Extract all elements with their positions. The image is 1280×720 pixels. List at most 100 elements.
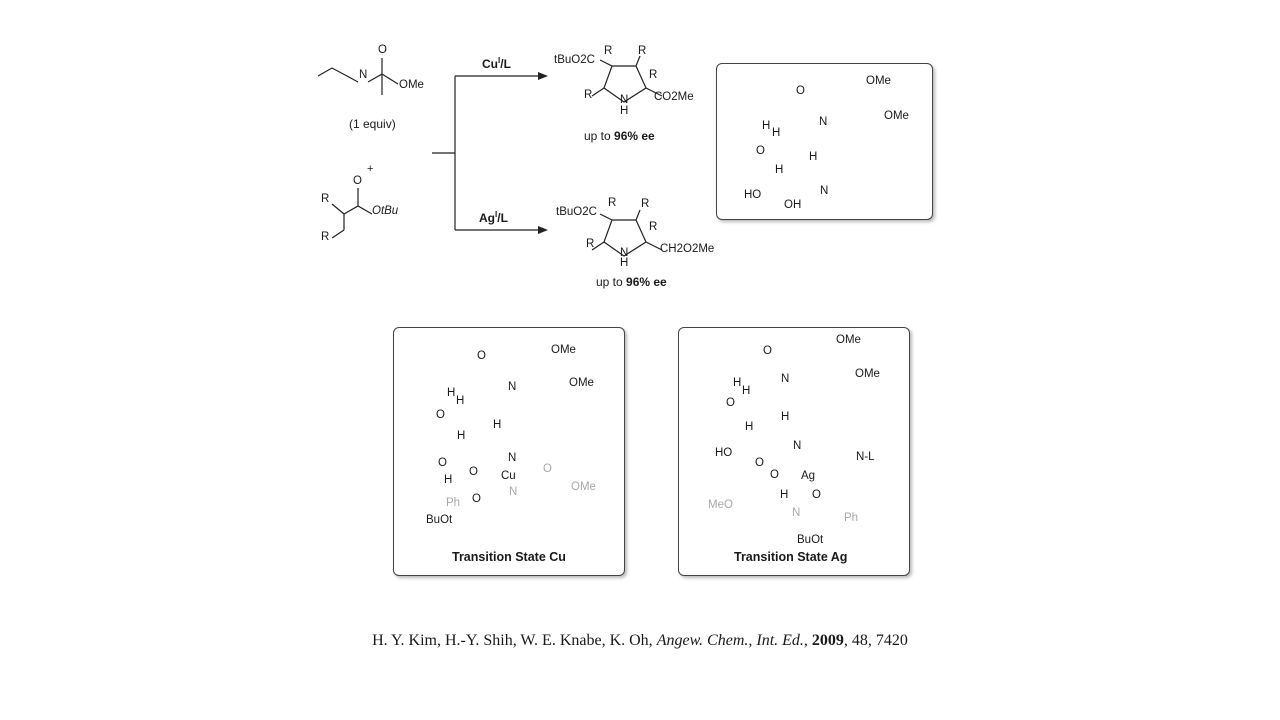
ts-cu-ome-1: OMe: [551, 344, 576, 356]
imine-alpha: [367, 58, 383, 83]
ts-ag-meo-label: MeO: [708, 499, 733, 511]
acrylate-chain: [331, 203, 373, 215]
ts-cu-box: [393, 327, 625, 576]
product-bottom-n-atom: N: [620, 247, 629, 259]
ts-cu-o1-atom: O: [438, 457, 447, 469]
ts-ag-box: [678, 327, 910, 576]
ts-ag-ome-2: OMe: [855, 368, 880, 380]
ts-ag-ome-1: OMe: [836, 334, 861, 346]
ligand-ho-label: HO: [744, 189, 762, 201]
product-bottom-h-atom: H: [620, 257, 629, 269]
ts-cu-h5-atom: H: [444, 474, 453, 486]
ts-ag-silver-atom: Ag: [801, 470, 816, 482]
product-bottom-ring: [591, 209, 663, 257]
ts-cu-o2-atom: O: [469, 466, 478, 478]
ligand-ome-2: OMe: [884, 110, 909, 122]
plus-sign: +: [367, 163, 374, 175]
product-top-ring: [591, 55, 663, 103]
citation: H. Y. Kim, H.-Y. Shih, W. E. Knabe, K. O…: [0, 632, 1280, 650]
citation-sep: ,: [803, 632, 812, 649]
imine-o-atom: O: [378, 44, 387, 56]
product-bottom-r3: R: [649, 221, 658, 233]
ts-ag-h3-atom: H: [781, 411, 790, 423]
ts-ag-h4-atom: H: [745, 421, 754, 433]
ts-cu-carbonyl-o: O: [477, 350, 486, 362]
product-bottom-r1: R: [608, 197, 617, 209]
ts-cu-ether-o: O: [436, 409, 445, 421]
product-top-r3: R: [649, 69, 658, 81]
ts-ag-o1-atom: O: [755, 457, 764, 469]
ts-cu-n3-atom: N: [509, 486, 518, 498]
product-bottom-ch2o2me: CH2O2Me: [660, 243, 715, 255]
ts-ag-h5-atom: H: [780, 489, 789, 501]
ts-ag-ether-o: O: [726, 397, 735, 409]
ligand-box: [716, 63, 933, 220]
citation-volume-pages: , 48, 7420: [843, 632, 908, 649]
ts-ag-o2-atom: O: [770, 469, 779, 481]
ligand-carbonyl-o: O: [796, 85, 805, 97]
ts-cu-h3-atom: H: [493, 419, 502, 431]
ts-ag-caption: Transition State Ag: [734, 550, 848, 564]
ts-ag-ph-label: Ph: [844, 512, 859, 524]
acrylate-r1-label: R: [321, 193, 330, 205]
ligand-n2-atom: N: [820, 185, 829, 197]
ts-ag-carbonyl-o: O: [763, 345, 772, 357]
ligand-n1-atom: N: [819, 116, 828, 128]
ts-cu-ome-2: OMe: [569, 377, 594, 389]
ts-ag-h2-atom: H: [742, 385, 751, 397]
acrylate-o-atom: O: [353, 175, 362, 187]
ts-cu-n1-atom: N: [508, 381, 517, 393]
citation-year: 2009: [811, 632, 844, 649]
ts-ag-o3-atom: O: [812, 489, 821, 501]
product-top-tbuo2c: tBuO2C: [554, 54, 595, 66]
bottom-arrow-head: [538, 226, 548, 234]
imine-chain: [317, 67, 348, 77]
ts-ag-buot-label: BuOt: [797, 534, 824, 546]
imine-cn: [346, 75, 359, 83]
ligand-ether-o: O: [756, 145, 765, 157]
ts-cu-caption: Transition State Cu: [452, 550, 566, 564]
product-bottom-tbuo2c: tBuO2C: [556, 206, 597, 218]
product-bottom-ee: up to 96% ee: [596, 275, 667, 289]
imine-equiv-label: (1 equiv): [349, 117, 396, 131]
ts-cu-ph-label: Ph: [446, 497, 461, 509]
ligand-h1-atom: H: [762, 120, 771, 132]
product-top-co2me: CO2Me: [654, 91, 694, 103]
ts-ag-n1-atom: N: [781, 373, 790, 385]
imine-ester: [381, 73, 399, 85]
product-top-ee: up to 96% ee: [584, 129, 655, 143]
ts-ag-nl-label: N-L: [856, 451, 875, 463]
top-arrow-head: [538, 72, 548, 80]
ts-cu-o4-atom: O: [543, 463, 552, 475]
top-arrow-catalyst: CuI/L: [482, 56, 511, 71]
ts-ag-ho-label: HO: [715, 447, 733, 459]
ligand-h2-atom: H: [772, 127, 781, 139]
ts-ag-h1-atom: H: [733, 377, 742, 389]
ligand-ome-1: OMe: [866, 75, 891, 87]
product-top-n-atom: N: [620, 94, 629, 106]
ligand-h3-atom: H: [809, 151, 818, 163]
product-bottom-r2: R: [641, 198, 650, 210]
product-bottom-r4: R: [586, 238, 595, 250]
ts-cu-buot-label: BuOt: [426, 514, 453, 526]
imine-n-atom: N: [359, 69, 368, 81]
ligand-h4-atom: H: [775, 164, 784, 176]
imine-ome-label: OMe: [399, 79, 424, 91]
product-top-r1: R: [604, 45, 613, 57]
product-top-r4: R: [584, 89, 593, 101]
ts-ag-n3-atom: N: [792, 507, 801, 519]
ts-cu-h4-atom: H: [457, 430, 466, 442]
bottom-arrow-catalyst: AgI/L: [479, 210, 508, 225]
ts-cu-ome-3: OMe: [571, 481, 596, 493]
citation-authors: H. Y. Kim, H.-Y. Shih, W. E. Knabe, K. O…: [372, 632, 657, 649]
acrylate-r2: [331, 229, 345, 239]
ts-cu-o3-atom: O: [472, 493, 481, 505]
product-top-r2: R: [638, 45, 647, 57]
ts-cu-n2-atom: N: [508, 452, 517, 464]
product-top-h-atom: H: [620, 105, 629, 117]
ts-cu-h2-atom: H: [456, 395, 465, 407]
acrylate-r2-label: R: [321, 231, 330, 243]
acrylate-otbu-label: OtBu: [372, 205, 399, 217]
